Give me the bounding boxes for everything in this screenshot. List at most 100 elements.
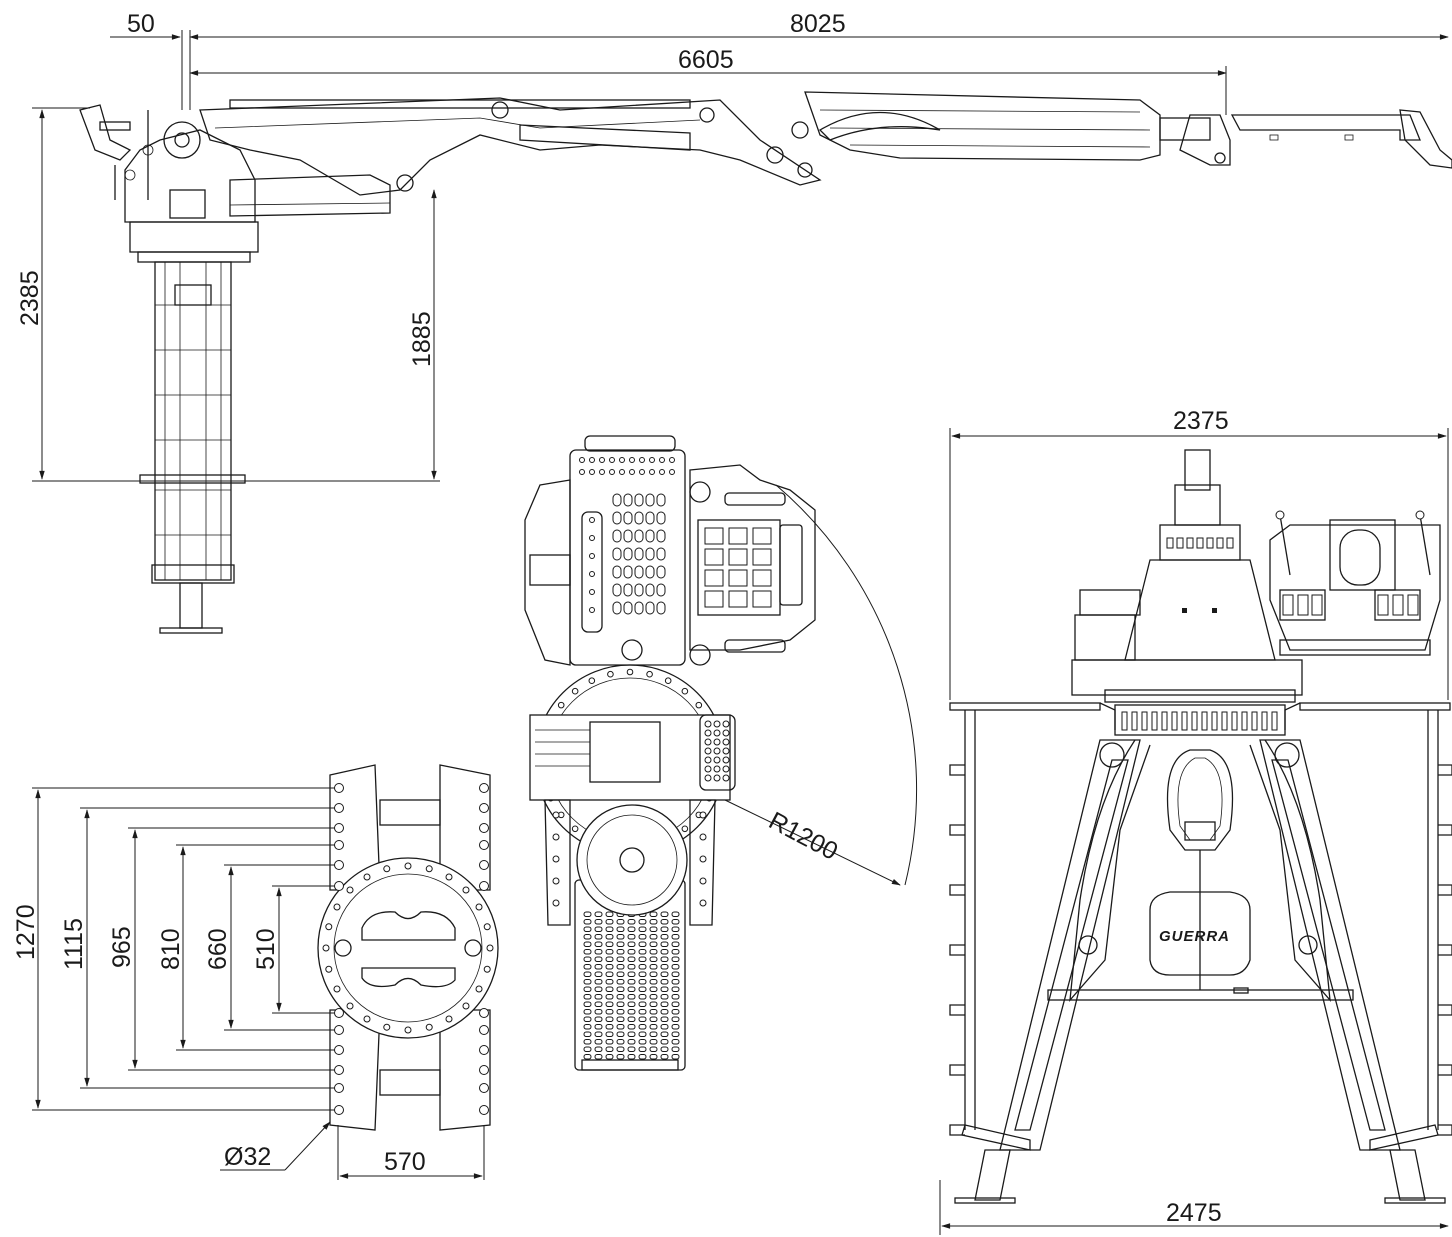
platform-hole	[605, 926, 614, 932]
platform-hole	[616, 926, 625, 932]
valve-port	[713, 765, 721, 773]
platform-hole	[605, 934, 614, 940]
platform-hole	[589, 535, 595, 541]
platform-hole	[583, 1046, 592, 1052]
valve-section	[1407, 594, 1419, 616]
plate-ring-bolt	[325, 965, 333, 973]
platform-hole	[660, 964, 669, 970]
platform-hole	[583, 994, 592, 1000]
platform-hole	[649, 964, 658, 970]
platform-hole	[609, 469, 615, 475]
platform-hole	[594, 956, 603, 962]
platform-hole	[634, 583, 644, 597]
platform-hole	[589, 517, 595, 523]
platform-hole	[623, 529, 633, 543]
platform-hole	[671, 949, 680, 955]
platform-hole	[612, 547, 622, 561]
platform-hole	[627, 1046, 636, 1052]
plate-ring-bolts	[322, 862, 494, 1034]
valve-spool	[1226, 537, 1234, 549]
side-hole	[552, 833, 560, 841]
valve-port	[722, 765, 730, 773]
dim-2375: 2375	[949, 407, 1449, 700]
ring-bolt	[557, 701, 565, 709]
dim-hole-label: Ø32	[224, 1143, 271, 1171]
valve-port	[722, 756, 730, 764]
flange-bolt	[1211, 711, 1218, 731]
platform-hole	[616, 1054, 625, 1060]
platform-hole	[594, 971, 603, 977]
lever-knob	[1275, 510, 1285, 520]
platform-hole	[660, 1024, 669, 1030]
platform-hole	[671, 1001, 680, 1007]
platform-hole	[605, 1009, 614, 1015]
anchor-hole	[334, 860, 344, 870]
valve-port	[704, 774, 712, 782]
platform-hole	[656, 547, 666, 561]
lever	[1419, 514, 1431, 576]
wall-bracket	[1438, 1004, 1452, 1016]
platform-hole	[627, 1054, 636, 1060]
telescopic-jib	[804, 91, 1452, 169]
platform-hole	[671, 1054, 680, 1060]
platform-hole	[605, 911, 614, 917]
ring-bolt	[588, 677, 596, 685]
dim-1885: 1885	[408, 189, 437, 480]
platform-hole	[609, 457, 615, 463]
platform-hole	[638, 979, 647, 985]
platform-hole	[623, 547, 633, 561]
plate-ring-bolt	[445, 873, 453, 881]
valve-port	[704, 765, 712, 773]
cab-window-pane	[752, 527, 772, 545]
platform-hole	[660, 1001, 669, 1007]
platform-hole	[660, 1054, 669, 1060]
dim-8025-label: 8025	[790, 10, 846, 38]
dim-1115-label: 1115	[60, 918, 88, 970]
slewing-head	[79, 104, 256, 223]
platform-hole	[583, 1009, 592, 1015]
platform-hole	[638, 1024, 647, 1030]
wall-bracket	[1438, 944, 1452, 956]
ring-bolt	[681, 687, 689, 695]
ring-bolt	[571, 825, 579, 833]
wall-bracket	[949, 944, 965, 956]
anchor-hole	[479, 1105, 489, 1115]
flange-bolt	[1201, 711, 1208, 731]
platform-hole	[649, 1031, 658, 1037]
platform-hole	[649, 941, 658, 947]
platform-hole	[660, 971, 669, 977]
flange-bolt	[1221, 711, 1228, 731]
plate-ring-bolt	[383, 1023, 391, 1031]
plate-ring-bolt	[425, 1023, 433, 1031]
anchor-hole	[334, 840, 344, 850]
plate-ring-bolt	[445, 1015, 453, 1023]
cab-window-pane	[728, 548, 748, 566]
platform-hole	[594, 934, 603, 940]
platform-hole	[627, 956, 636, 962]
front-valve-block	[1166, 537, 1234, 549]
anchor-hole	[479, 783, 489, 793]
platform-hole	[605, 1046, 614, 1052]
platform-hole	[605, 986, 614, 992]
valve-port	[713, 756, 721, 764]
platform-hole	[605, 964, 614, 970]
platform-hole	[627, 949, 636, 955]
platform-hole	[616, 941, 625, 947]
platform-hole	[649, 1039, 658, 1045]
platform-hole	[583, 919, 592, 925]
platform-hole	[612, 493, 622, 507]
platform-hole	[612, 529, 622, 543]
platform-hole	[594, 1009, 603, 1015]
platform-hole	[656, 529, 666, 543]
anchor-hole	[334, 1065, 344, 1075]
anchor-hole	[334, 1045, 344, 1055]
cab-window-pane	[728, 590, 748, 608]
platform-hole	[583, 926, 592, 932]
wall-bracket	[949, 764, 965, 776]
anchor-hole	[479, 1065, 489, 1075]
plate-ring-bolt	[322, 944, 330, 952]
anchor-hole	[334, 1083, 344, 1093]
dim-r1200-label: R1200	[764, 807, 842, 866]
cab-window-pane	[728, 569, 748, 587]
